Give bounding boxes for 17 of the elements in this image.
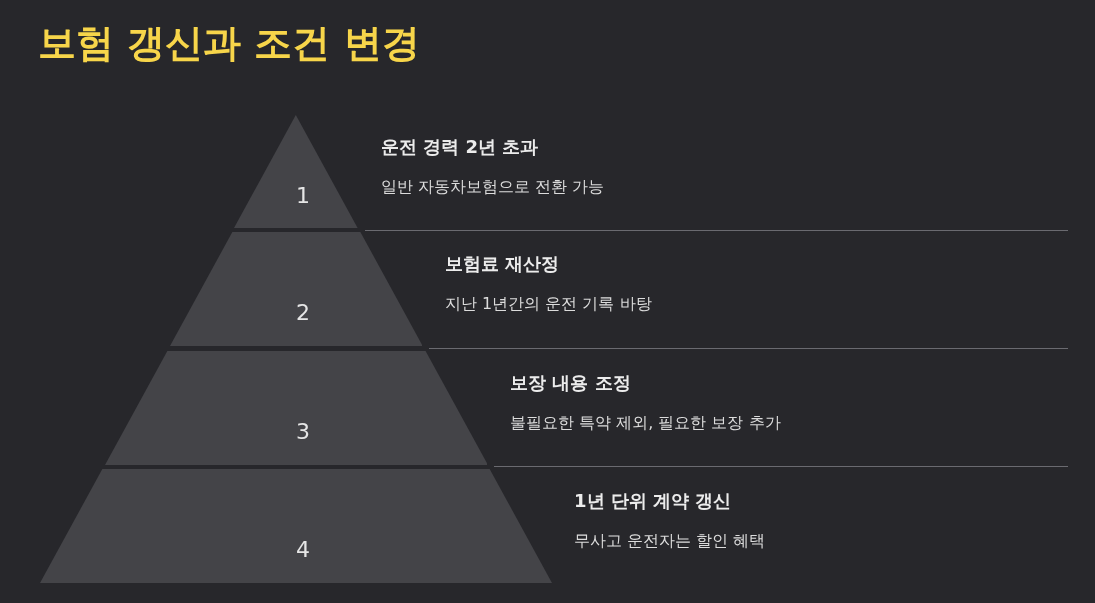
tier-number: 1 <box>296 182 310 208</box>
step-heading: 보장 내용 조정 <box>510 371 631 395</box>
tier-number: 3 <box>296 419 310 445</box>
pyramid-tier <box>104 351 488 465</box>
step-description: 불필요한 특약 제외, 필요한 보장 추가 <box>510 413 781 434</box>
title: 보험 갱신과 조건 변경 <box>38 20 420 67</box>
pyramid-tier <box>234 115 358 228</box>
step-heading: 보험료 재산정 <box>445 252 560 276</box>
step-heading: 1년 단위 계약 갱신 <box>574 489 732 513</box>
step-description: 무사고 운전자는 할인 혜택 <box>574 531 766 552</box>
step-description: 지난 1년간의 운전 기록 바탕 <box>445 294 652 315</box>
step-heading: 운전 경력 2년 초과 <box>381 135 539 159</box>
step-description: 일반 자동차보험으로 전환 가능 <box>381 177 605 198</box>
pyramid-tier <box>169 232 423 346</box>
tier-number: 4 <box>296 537 310 563</box>
pyramid-tier <box>40 469 552 583</box>
tier-number: 2 <box>296 300 310 326</box>
